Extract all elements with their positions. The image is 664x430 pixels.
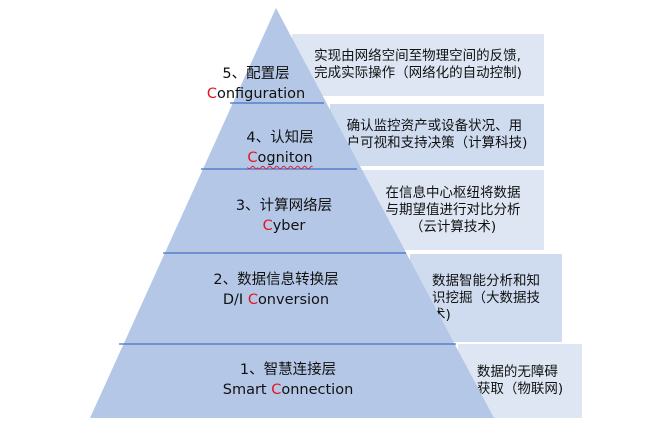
layer-2-title-en-rest: onversion xyxy=(257,292,330,308)
layer-4-title-en-initial: C xyxy=(247,150,258,166)
layer-3-description-line-3: （云计算技术) xyxy=(409,218,497,235)
layer-1-label: 1、智慧连接层 Smart Connection xyxy=(178,360,398,400)
layer-5-title-en-rest: onfiguration xyxy=(216,86,306,102)
layer-1-description-line-2: 获取（物联网) xyxy=(476,381,564,397)
layer-5-title-en-initial: C xyxy=(206,86,217,102)
layer-2-title-en-prefix: D/I xyxy=(222,292,248,308)
layer-1-description-line-1: 数据的无障碍 xyxy=(476,364,558,380)
layer-5-title-cn: 5、配置层 xyxy=(222,66,290,82)
layer-3-title-en-rest: yber xyxy=(272,218,306,234)
layer-4-title-en-rest: ogniton xyxy=(257,150,313,166)
layer-1-title-cn: 1、智慧连接层 xyxy=(239,362,337,378)
layer-3-label: 3、计算网络层 Cyber xyxy=(174,196,394,236)
layer-2-description-line-1: 数据智能分析和知 xyxy=(432,272,540,289)
layer-2-title-en-initial: C xyxy=(247,292,258,308)
layer-5-label: 5、配置层 Configuration xyxy=(146,64,366,104)
layer-1-title-en-rest: onnection xyxy=(281,382,354,398)
layer-4-title-cn: 4、认知层 xyxy=(246,130,314,146)
layer-1-title-en-prefix: Smart xyxy=(222,382,272,398)
layer-1-title-en-initial: C xyxy=(271,382,282,398)
layer-3-description-line-1: 在信息中心枢纽将数据 xyxy=(385,184,521,201)
layer-5-description-line-1: 实现由网络空间至物理空间的反馈, xyxy=(314,48,521,64)
layer-4-description-line-2: 户可视和支持决策（计算科技) xyxy=(346,135,528,151)
layer-5-description: 实现由网络空间至物理空间的反馈, 完成实际操作（网络化的自动控制) xyxy=(292,34,544,96)
layer-5-title-en: Configuration xyxy=(146,84,366,104)
layer-4-title-en: Cogniton xyxy=(170,148,390,168)
pyramid-triangle xyxy=(90,8,494,418)
layer-2-description-line-2: 识挖掘（大数据技 xyxy=(432,289,540,306)
layer-5-description-line-2: 完成实际操作（网络化的自动控制) xyxy=(314,65,522,81)
layer-3-title-cn: 3、计算网络层 xyxy=(235,198,333,214)
layer-4-description: 确认监控资产或设备状况、用 户可视和支持决策（计算科技) xyxy=(330,104,544,166)
layer-4-label: 4、认知层 Cogniton xyxy=(170,128,390,168)
layer-3-title-en-initial: C xyxy=(262,218,273,234)
layer-3-description-line-2: 与期望值进行对比分析 xyxy=(385,201,521,218)
layer-2-title-cn: 2、数据信息转换层 xyxy=(213,272,339,288)
layer-2-label: 2、数据信息转换层 D/I Conversion xyxy=(166,270,386,310)
layer-4-description-line-1: 确认监控资产或设备状况、用 xyxy=(346,118,523,134)
layer-3-title-en: Cyber xyxy=(174,216,394,236)
layer-1-title-en: Smart Connection xyxy=(178,380,398,400)
layer-2-title-en: D/I Conversion xyxy=(166,290,386,310)
